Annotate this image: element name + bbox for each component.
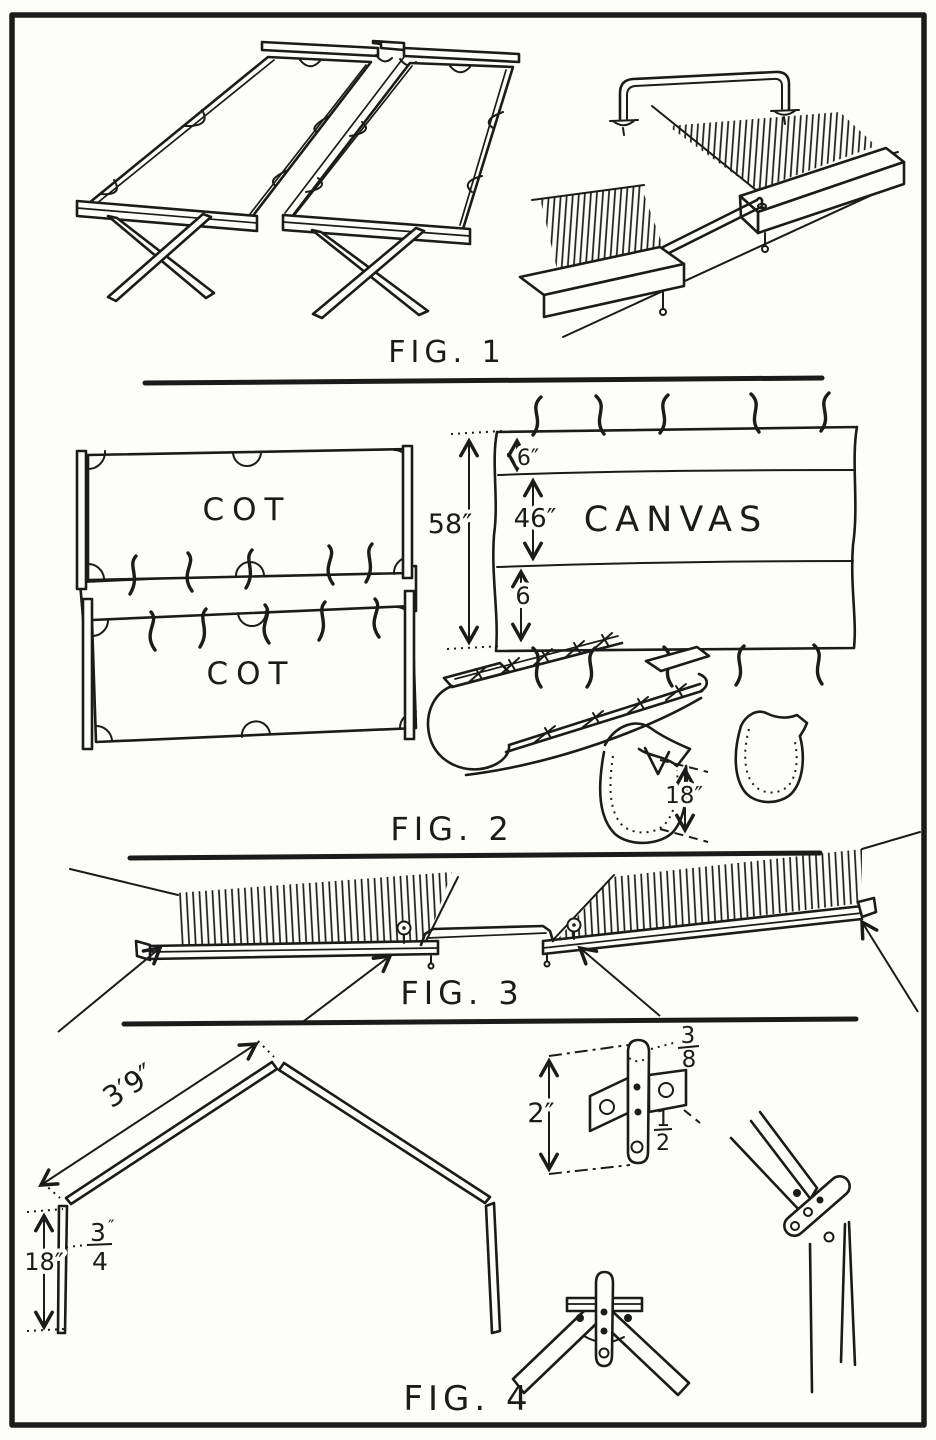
cot-end-bar	[403, 589, 416, 741]
cot-end-bar	[401, 444, 414, 580]
fig4-peak-joint-detail	[511, 1270, 691, 1397]
cot-right	[281, 46, 521, 320]
joint-strap	[661, 196, 767, 259]
leader-arrow	[299, 953, 393, 1025]
fig2-label: FIG. 2	[390, 810, 513, 848]
separator-1	[142, 375, 825, 386]
cot-right-leg	[311, 226, 426, 320]
strap-pill	[626, 1038, 651, 1165]
dim-leg: 18″	[24, 1248, 64, 1276]
frac-dowel-num: 3	[681, 1023, 696, 1049]
fig2-pocket-plain	[734, 710, 809, 804]
leader-arrow	[860, 918, 919, 1013]
leader-arrow	[577, 945, 661, 1017]
canvas-hatch-right	[668, 112, 876, 190]
strap-pill	[594, 1270, 615, 1368]
separator-3	[121, 1016, 859, 1027]
cot-plan-bottom	[90, 604, 418, 744]
cot-left-head-bar	[260, 40, 380, 58]
fig1-two-cots-drawing	[75, 39, 521, 320]
frac-leg-unit: ″	[108, 1217, 114, 1237]
frac-leg-num: 3	[90, 1218, 106, 1247]
canvas-hatch-right	[556, 849, 862, 941]
rafter-right	[277, 1061, 492, 1205]
leg-left	[56, 1204, 69, 1335]
rail-end-cap	[856, 896, 878, 919]
cot-top-label: COT	[203, 492, 292, 528]
cot-left-leg	[106, 212, 213, 303]
dim-6-bottom: 6	[515, 582, 530, 610]
fig2-trough	[426, 632, 711, 777]
fig2-plan-view: COT COT	[75, 444, 418, 751]
leg-right	[484, 1201, 502, 1335]
frac-dowel-den: 8	[682, 1047, 697, 1073]
dim-58: 58″	[428, 509, 472, 540]
fig1-clamp-detail	[518, 70, 906, 338]
frac-plate-den: 2	[656, 1131, 670, 1156]
fig4-aframe: 3′9″ 18″ 3 ″ 4	[20, 1040, 502, 1335]
cot-right-head-bar	[402, 46, 521, 64]
canvas-hatch-left	[176, 872, 452, 945]
fig2-canvas-panel: 58″ 6″ 46″ 6 CANVAS	[424, 391, 859, 689]
fig3-label: FIG. 3	[400, 974, 523, 1012]
trough-stitches	[467, 632, 687, 743]
dim-strap: 2″	[527, 1098, 554, 1129]
hem-seams	[496, 469, 856, 568]
dim-46: 46″	[514, 504, 557, 534]
fig2-pocket-with-flap: 18″	[598, 722, 709, 845]
cot-end-bar	[75, 449, 88, 591]
fig1-label: FIG. 1	[388, 335, 506, 370]
cot-end-bar	[81, 597, 94, 751]
fig4-label: FIG. 4	[403, 1379, 532, 1419]
fig4-eave-joint-detail	[729, 1110, 857, 1394]
leader-arrow	[57, 945, 163, 1033]
cot-bottom-label: COT	[207, 656, 296, 692]
rafter-left	[64, 1060, 279, 1206]
plate-right	[647, 1068, 688, 1114]
lacing-stitches	[128, 542, 381, 652]
frac-leg-den: 4	[92, 1247, 108, 1276]
canvas-label: CANVAS	[584, 500, 768, 540]
separator-2	[127, 850, 823, 861]
frac-plate-num: 1	[656, 1107, 670, 1132]
cot-joint-plate	[371, 39, 406, 52]
page-border	[9, 12, 927, 1428]
strap-pill	[783, 1175, 851, 1237]
canvas-hatch-left	[540, 186, 663, 282]
plate-left	[588, 1076, 630, 1133]
joint-strap	[419, 924, 555, 947]
fig3-rail-joint-elevation	[57, 831, 921, 1033]
fig4-strap-detail: 2″ 3 8 1 2	[523, 1023, 701, 1175]
dim-6-top: 6″	[517, 446, 539, 471]
dim-18-pocket: 18″	[665, 783, 703, 809]
dim-rafter: 3′9″	[97, 1056, 161, 1114]
cot-left	[75, 40, 380, 303]
edge-stitches	[531, 391, 831, 689]
u-staple-clamp	[609, 70, 800, 136]
